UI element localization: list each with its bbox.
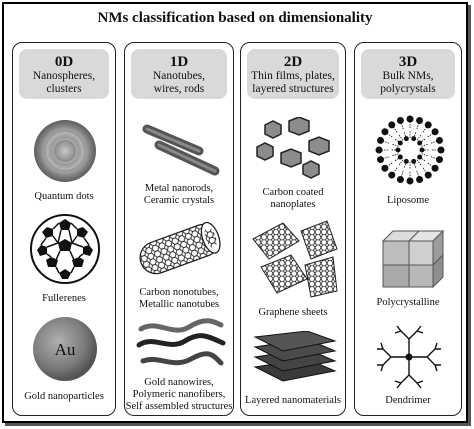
column-1d: 1D Nanotubes, wires, rods Metal nanorods…	[124, 42, 234, 416]
liposome-icon	[375, 115, 445, 185]
item-caption: Gold nanowires,	[144, 377, 214, 388]
dimension-label: 1D	[169, 54, 189, 70]
column-header: 1D Nanotubes, wires, rods	[131, 49, 227, 99]
item-caption: Metal nanorods,	[144, 183, 214, 194]
diagram-title: NMs classification based on dimensionali…	[97, 10, 373, 26]
column-header: 0D Nanospheres, clusters	[19, 49, 109, 99]
item-caption: Polycrystalline	[376, 297, 440, 308]
nanowire-icon	[136, 318, 226, 366]
nanoplate-icon	[256, 117, 330, 179]
graphene-sheet-icon	[252, 220, 338, 298]
item-caption: Graphene sheets	[258, 307, 328, 318]
carbon-nanotube-icon	[139, 221, 221, 275]
polycrystalline-icon	[381, 229, 445, 289]
item-caption: Quantum dots	[34, 191, 94, 202]
column-header: 3D Bulk NMs, polycrystals	[361, 49, 455, 99]
subtitle-line: Nanospheres,	[32, 70, 96, 82]
subtitle-line: wires, rods	[153, 83, 205, 95]
item-caption: Gold nanoparticles	[24, 391, 104, 402]
item-caption: Ceramic crystals	[143, 195, 215, 206]
dimension-label: 0D	[54, 54, 74, 70]
item-caption: Carbon coated	[262, 187, 324, 198]
column-header: 2D Thin films, plates, layered structure…	[247, 49, 339, 99]
subtitle-line: clusters	[46, 83, 82, 95]
subtitle-line: Thin films, plates,	[251, 70, 335, 82]
dimension-label: 3D	[398, 54, 418, 70]
item-caption: Polymeric nanofibers,	[132, 389, 226, 400]
item-caption: Metallic nanotubes	[138, 299, 220, 310]
layered-nanomaterial-icon	[253, 331, 337, 382]
dendrimer-icon	[377, 325, 441, 389]
column-3d: 3D Bulk NMs, polycrystals Liposome Polyc…	[354, 42, 462, 416]
item-caption: Dendrimer	[385, 395, 431, 406]
subtitle-line: polycrystals	[380, 83, 436, 95]
subtitle-line: layered structures	[252, 83, 334, 95]
gold-symbol: Au	[55, 340, 76, 359]
column-0d: 0D Nanospheres, clusters Quantum dots	[12, 42, 116, 416]
item-caption: Carbon nonotubes,	[139, 287, 219, 298]
item-caption: nanoplates	[270, 199, 316, 210]
dimension-label: 2D	[283, 54, 303, 70]
column-2d: 2D Thin films, plates, layered structure…	[240, 42, 346, 416]
item-caption: Self assembled structures	[125, 401, 233, 412]
quantum-dot-icon	[34, 120, 96, 182]
item-caption: Layered nanomaterials	[245, 395, 341, 406]
item-caption: Fullerenes	[42, 293, 86, 304]
diagram-frame: NMs classification based on dimensionali…	[2, 2, 468, 423]
subtitle-line: Nanotubes,	[152, 70, 206, 82]
nanorod-icon	[142, 124, 220, 176]
fullerene-icon	[30, 214, 100, 284]
gold-nanoparticle-icon: Au	[33, 317, 97, 381]
item-caption: Liposome	[387, 195, 429, 206]
subtitle-line: Bulk NMs,	[382, 70, 434, 82]
